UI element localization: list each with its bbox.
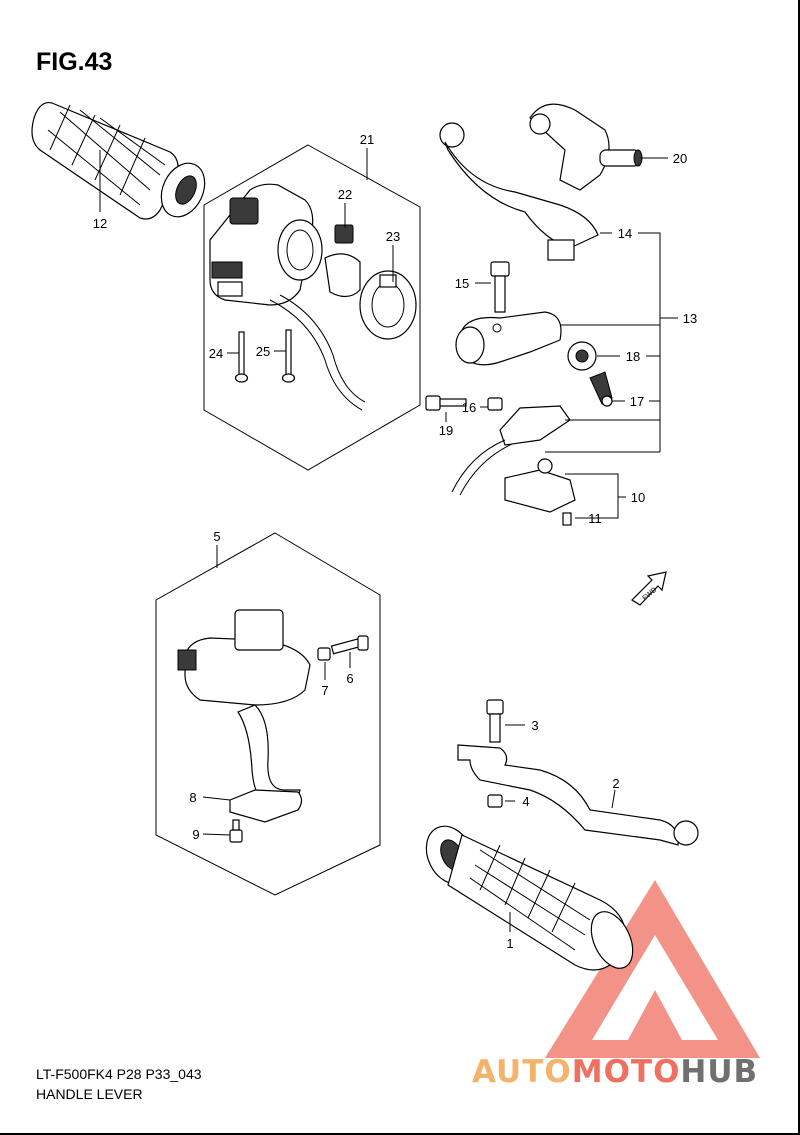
bolt-part-17: [589, 371, 613, 407]
callout-14: 14: [618, 226, 632, 241]
parking-lock-part-20: [529, 103, 643, 191]
callout-20: 20: [673, 151, 687, 166]
callout-2: 2: [612, 776, 619, 791]
assembly-box-21: [203, 144, 421, 471]
callout-6: 6: [346, 671, 353, 686]
callout-13: 13: [683, 311, 697, 326]
nut-part-16: [487, 397, 503, 411]
watermark-hub: HUB: [680, 1054, 759, 1090]
callout-16: 16: [462, 400, 476, 415]
lever-bracket: [455, 311, 562, 366]
switch-part-10: [504, 458, 576, 513]
callout-17: 17: [630, 394, 644, 409]
callout-24: 24: [209, 346, 223, 361]
callout-25: 25: [256, 344, 270, 359]
callout-15: 15: [455, 276, 469, 291]
callout-4: 4: [522, 794, 529, 809]
bolt-part-15: [490, 261, 510, 313]
screw-part-9: [229, 819, 243, 843]
assembly-box-5: [155, 532, 381, 896]
callout-1: 1: [506, 936, 513, 951]
grip-right-part-1: [425, 825, 634, 971]
watermark-text: AUTOMOTOHUB: [472, 1054, 758, 1090]
clamp-part-8: [229, 789, 303, 823]
bolt-part-3: [486, 699, 504, 743]
callout-labels: 1 2 3 4 5 6 7 8 9 10 11 12 13 14 15 16 1…: [93, 132, 697, 951]
watermark-logo-triangle: [545, 880, 760, 1058]
switch-housing-part-21: [209, 183, 366, 411]
callout-18: 18: [626, 349, 640, 364]
grip-left-part-12: [31, 101, 206, 220]
callout-7: 7: [321, 683, 328, 698]
screw-part-24: [234, 331, 249, 383]
cable-bracket: [451, 405, 571, 496]
callout-12: 12: [93, 216, 107, 231]
callout-11: 11: [588, 511, 602, 526]
callout-8: 8: [189, 790, 196, 805]
screw-part-19: [425, 395, 467, 411]
figure-code: LT-F500FK4 P28 P33_043: [36, 1066, 202, 1082]
callout-21: 21: [360, 132, 374, 147]
callout-9: 9: [192, 827, 199, 842]
fwd-direction-arrow: FWD: [631, 571, 667, 606]
switch-assembly-part-5: [177, 609, 311, 813]
callout-19: 19: [439, 423, 453, 438]
callout-23: 23: [386, 229, 400, 244]
nut-part-7: [317, 647, 331, 661]
adjuster-part-18: [567, 341, 597, 371]
bolt-part-6: [330, 635, 369, 655]
screw-part-25: [281, 329, 296, 383]
nut-part-4: [487, 794, 503, 808]
leader-lines: [99, 148, 678, 932]
watermark-auto: AUTO: [472, 1054, 572, 1090]
throttle-cover-part-23: [359, 270, 417, 340]
figure-name: HANDLE LEVER: [36, 1086, 143, 1102]
throttle-lever-part-22: [324, 224, 361, 298]
clutch-lever-part-2: [457, 744, 699, 846]
brake-lever-part-14: [439, 122, 599, 261]
watermark-moto: MOTO: [571, 1054, 681, 1090]
figure-title: FIG.43: [36, 48, 113, 76]
callout-22: 22: [338, 187, 352, 202]
screw-part-11: [562, 512, 572, 526]
callout-3: 3: [531, 718, 538, 733]
callout-10: 10: [631, 490, 645, 505]
callout-5: 5: [213, 529, 220, 544]
